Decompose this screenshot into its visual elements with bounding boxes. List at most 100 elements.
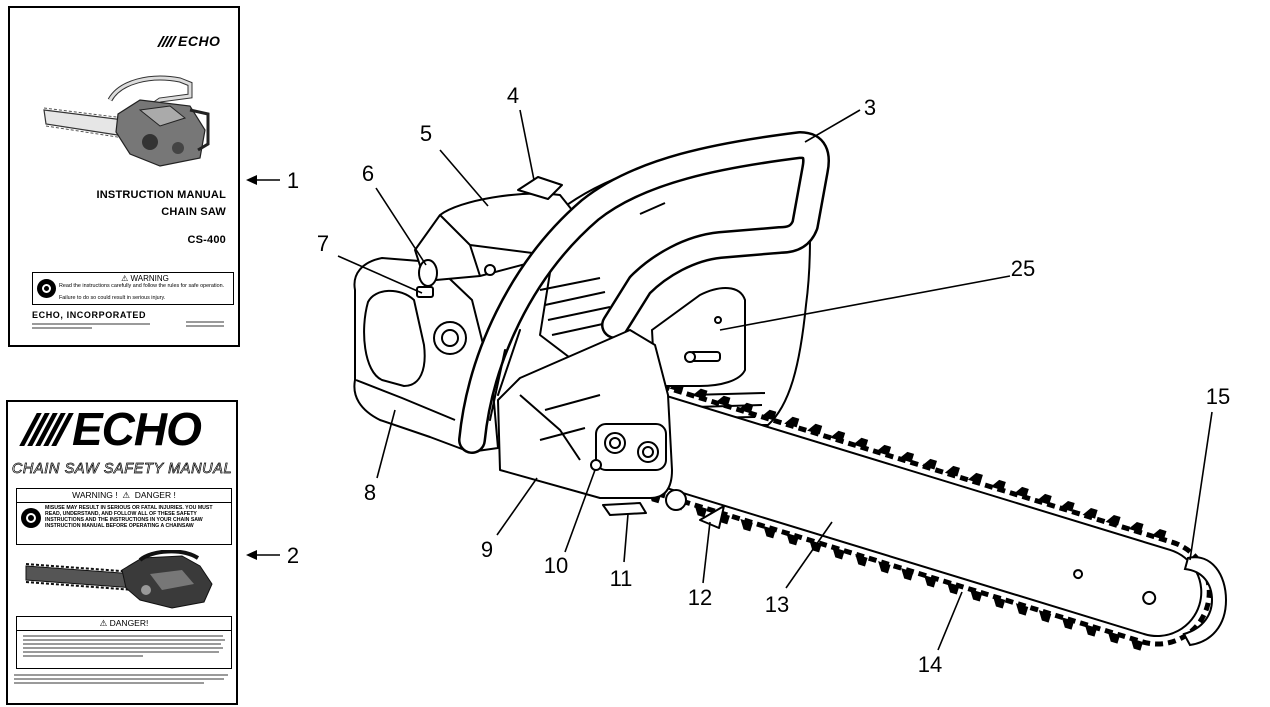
part-number xyxy=(186,321,226,329)
chain-tooth xyxy=(1105,514,1121,526)
choke-knob xyxy=(418,259,438,287)
chain-tooth xyxy=(1036,493,1052,505)
company-name: ECHO, INCORPORATED xyxy=(32,310,147,320)
chain-tooth xyxy=(969,589,983,602)
warning-header: WARNING ! ⚠ DANGER ! xyxy=(17,489,231,503)
protective-gear-icon xyxy=(21,508,41,528)
safety-manual-cover: ECHO CHAIN SAW SAFETY MANUAL WARNING ! ⚠… xyxy=(6,400,238,705)
warning-heading: ⚠ WARNING xyxy=(121,274,169,283)
chain-tooth xyxy=(946,582,960,595)
chain-tooth xyxy=(830,430,846,442)
kickback-danger-box: ⚠ DANGER! xyxy=(16,616,232,669)
callout-12: 12 xyxy=(688,585,712,610)
safety-manual-title: CHAIN SAW SAFETY MANUAL xyxy=(11,461,233,478)
kick-guard xyxy=(1182,556,1228,647)
warning-box: ⚠ WARNING Read the instructions carefull… xyxy=(32,272,234,305)
callout-4: 4 xyxy=(507,83,519,108)
chain-tooth xyxy=(992,596,1006,609)
arrow-left-icon xyxy=(246,550,257,560)
warning-subtext: Failure to do so could result in serious… xyxy=(59,295,166,301)
chain-tooth xyxy=(921,458,937,470)
instruction-manual-cover: ECHO INSTRUCTION MANUAL CHAIN SAW CS-400… xyxy=(8,6,240,347)
chain-adjuster xyxy=(590,459,602,471)
saw-chain xyxy=(605,376,1212,647)
chain-tooth xyxy=(1151,529,1167,540)
guide-bar xyxy=(605,374,1212,651)
chain-tooth xyxy=(761,409,777,421)
manual-title-line1: INSTRUCTION MANUAL xyxy=(96,189,226,201)
chain-tooth xyxy=(1059,500,1075,512)
front-handle xyxy=(458,131,831,454)
chain-tooth xyxy=(1128,522,1144,533)
brand-name: ECHO xyxy=(178,33,221,49)
chain-tooth xyxy=(876,444,892,456)
echo-logo-large: ECHO xyxy=(19,403,202,455)
chain-tooth xyxy=(990,479,1006,491)
chain-tooth xyxy=(901,568,914,581)
chain-tooth xyxy=(1084,624,1098,637)
callout-2: 2 xyxy=(287,543,299,568)
chain-tooth xyxy=(898,451,915,463)
cover-knob xyxy=(484,264,496,276)
callout-10: 10 xyxy=(544,553,568,578)
clutch-cover xyxy=(497,329,725,529)
chain-tooth xyxy=(715,395,731,407)
callout-25: 25 xyxy=(1011,256,1035,281)
chain-tooth xyxy=(855,554,868,567)
bar-nose-rivet xyxy=(1142,590,1157,605)
callout-11: 11 xyxy=(610,566,633,591)
callout-6: 6 xyxy=(362,161,374,186)
callout-15: 15 xyxy=(1206,384,1230,409)
chain-tooth xyxy=(1038,610,1052,623)
rear-handle-housing xyxy=(353,257,499,453)
chain-tooth xyxy=(738,402,754,414)
kickback-danger-text xyxy=(23,635,227,659)
chain-tooth xyxy=(784,416,800,428)
chain-tooth xyxy=(1107,631,1121,644)
chain-tooth xyxy=(832,547,845,560)
callout-13: 13 xyxy=(765,592,789,617)
warning-danger-box: WARNING ! ⚠ DANGER ! MISUSE MAY RESULT I… xyxy=(16,488,232,545)
echo-logo-small: ECHO xyxy=(157,33,221,49)
stop-switch xyxy=(416,286,434,298)
chain-tooth xyxy=(786,532,799,546)
chain-tooth xyxy=(692,388,708,400)
warning-label: WARNING ! xyxy=(72,490,118,500)
bar-body xyxy=(607,384,1203,637)
company-address xyxy=(32,323,152,331)
warning-text: Read the instructions carefully and foll… xyxy=(59,283,225,289)
chain-tooth xyxy=(1082,507,1098,519)
callout-14: 14 xyxy=(918,652,942,677)
danger-heading: ⚠ DANGER! xyxy=(17,617,231,631)
chain-tooth xyxy=(853,437,869,449)
chain-tooth xyxy=(944,465,960,477)
callout-9: 9 xyxy=(481,537,493,562)
chain-tooth xyxy=(694,504,707,518)
callout-1: 1 xyxy=(287,168,299,193)
manual-chainsaw-thumbnail xyxy=(43,75,210,167)
safety-chainsaw-photo xyxy=(25,550,213,609)
chain-tooth xyxy=(740,518,753,532)
chain-tooth xyxy=(763,525,776,539)
safety-warning-text: MISUSE MAY RESULT IN SERIOUS OR FATAL IN… xyxy=(45,505,213,529)
callout-3: 3 xyxy=(864,95,876,120)
chain-tooth xyxy=(1061,617,1075,630)
chain-tooth xyxy=(924,575,937,588)
danger-label: DANGER ! xyxy=(134,490,176,500)
chain-tooth xyxy=(1015,603,1029,616)
manual-title-line2: CHAIN SAW xyxy=(161,206,226,218)
chain-tooth xyxy=(878,561,891,574)
chain-catcher xyxy=(602,502,647,516)
callout-8: 8 xyxy=(364,480,376,505)
callout-7: 7 xyxy=(317,231,329,256)
tank-cap xyxy=(517,176,563,200)
arrow-left-icon xyxy=(246,175,257,185)
bar-hole xyxy=(1073,569,1084,580)
brand-name: ECHO xyxy=(72,403,202,455)
chain-tooth xyxy=(1130,638,1144,651)
read-manual-icon xyxy=(37,279,56,298)
chain-tooth xyxy=(1013,486,1029,498)
chain-tooth xyxy=(807,423,823,435)
